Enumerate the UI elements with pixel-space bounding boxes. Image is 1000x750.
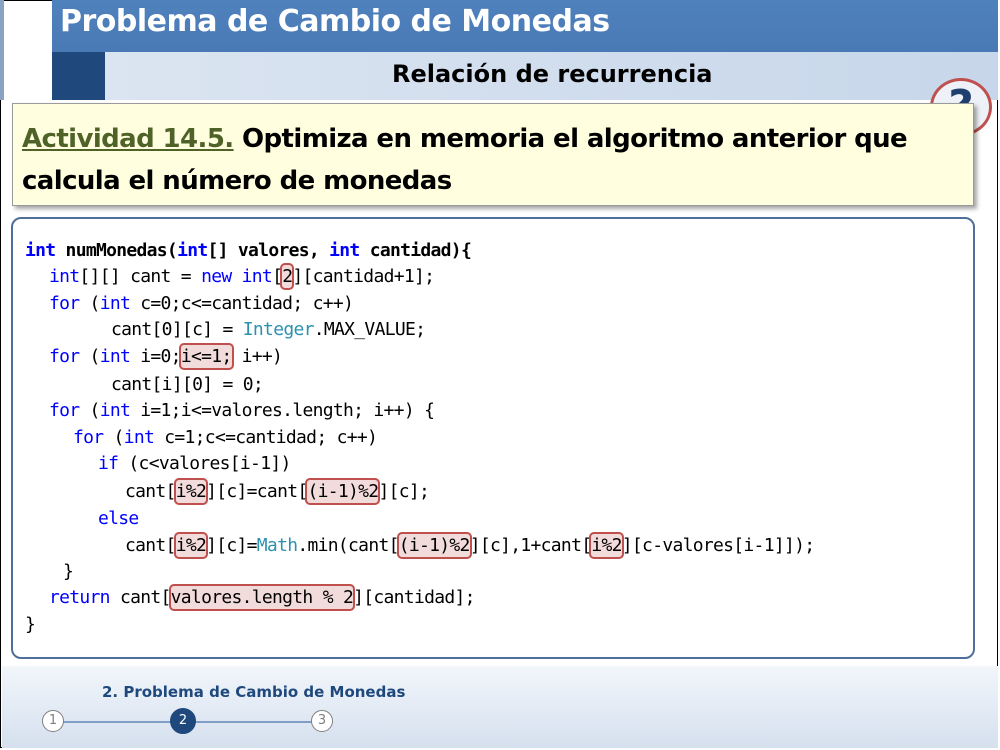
code-line: for (int i=1;i<=valores.length; i++) { — [49, 400, 435, 421]
footer-nav: 2. Problema de Cambio de Monedas 1 2 3 — [2, 666, 998, 748]
code-line: } — [25, 614, 36, 635]
activity-box: Actividad 14.5. Optimiza en memoria el a… — [12, 103, 974, 206]
activity-label: Actividad 14.5. — [22, 124, 234, 154]
activity-text-line1: Actividad 14.5. Optimiza en memoria el a… — [22, 124, 908, 154]
step-3-button[interactable]: 3 — [311, 710, 333, 732]
code-line: return cant[valores.length % 2][cantidad… — [49, 584, 475, 611]
code-line: else — [98, 508, 139, 529]
slide-title: Problema de Cambio de Monedas — [60, 4, 610, 39]
code-line: for (int c=1;c<=cantidad; c++) — [73, 427, 378, 448]
code-line: cant[i%2][c]=Math.min(cant[(i-1)%2][c],1… — [125, 532, 815, 559]
code-line: for (int i=0;i<=1; i++) — [49, 343, 283, 370]
subtitle-bar: Relación de recurrencia — [105, 52, 998, 100]
activity-text-line2: calcula el número de monedas — [22, 166, 452, 196]
slide-subtitle: Relación de recurrencia — [392, 60, 713, 88]
code-line: } — [63, 561, 74, 582]
code-line: cant[i%2][c]=cant[(i-1)%2][c]; — [125, 478, 430, 505]
highlight-box: (i-1)%2 — [396, 532, 472, 559]
highlight-box: valores.length % 2 — [168, 584, 356, 611]
title-bar: Problema de Cambio de Monedas — [52, 0, 998, 52]
step-2-button[interactable]: 2 — [170, 708, 196, 734]
step-1-button[interactable]: 1 — [42, 710, 64, 732]
code-line: int[][] cant = new int[2][cantidad+1]; — [49, 263, 435, 290]
code-line: cant[i][0] = 0; — [111, 374, 264, 395]
title-accent-block — [52, 52, 105, 100]
highlight-box: i%2 — [589, 532, 624, 559]
highlight-box: i<=1; — [178, 343, 234, 370]
highlight-box: (i-1)%2 — [305, 478, 381, 505]
code-line: for (int c=0;c<=cantidad; c++) — [49, 293, 354, 314]
highlight-box: i%2 — [173, 478, 209, 505]
left-accent-strip — [0, 0, 4, 100]
code-line: if (c<valores[i-1]) — [98, 453, 291, 474]
code-line: int numMonedas(int[] valores, int cantid… — [25, 240, 472, 261]
highlight-box: i%2 — [173, 532, 209, 559]
highlight-box: 2 — [280, 263, 295, 290]
code-line: cant[0][c] = Integer.MAX_VALUE; — [111, 319, 426, 340]
footer-section-title: 2. Problema de Cambio de Monedas — [102, 683, 406, 701]
code-panel: int numMonedas(int[] valores, int cantid… — [11, 217, 975, 659]
